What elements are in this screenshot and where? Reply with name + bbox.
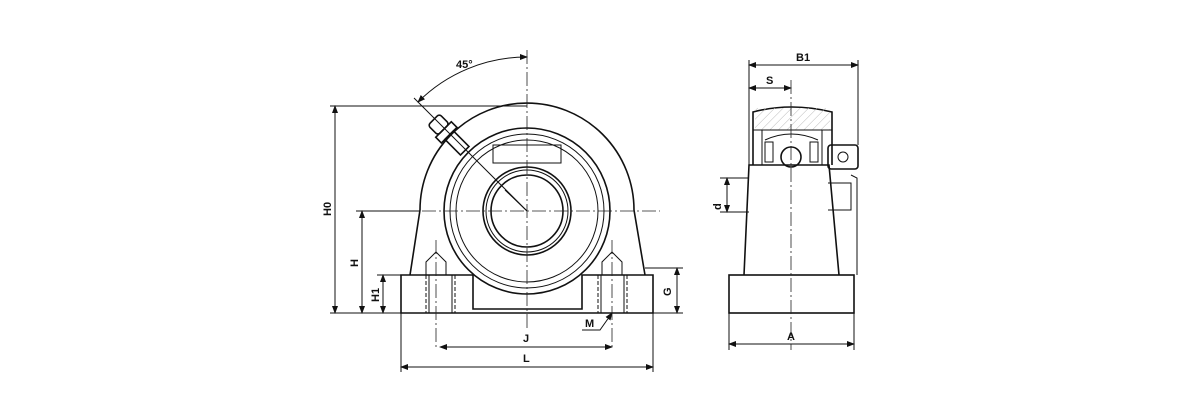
front-view: 45° H0 H H1 G J L M [322,50,683,372]
side-view: B1 S d A [712,52,859,350]
dim-H0: H0 [322,202,334,216]
dim-d: d [712,203,724,210]
dim-H1: H1 [370,288,382,302]
side-base [728,274,855,314]
side-grease-fitting [827,144,859,170]
grease-fitting [428,114,471,157]
dim-H: H [349,259,361,267]
side-cap [752,106,833,165]
right-bolt [597,251,628,313]
left-bolt [425,251,456,313]
side-body [743,164,840,276]
angle-label: 45° [456,59,473,71]
dim-S: S [766,75,773,87]
dim-L: L [523,353,530,365]
dim-B1: B1 [796,52,810,64]
base-outline [400,274,654,314]
dim-M: M [585,318,594,330]
dim-A: A [787,331,795,343]
dim-G: G [662,287,674,296]
dim-J: J [523,333,529,345]
